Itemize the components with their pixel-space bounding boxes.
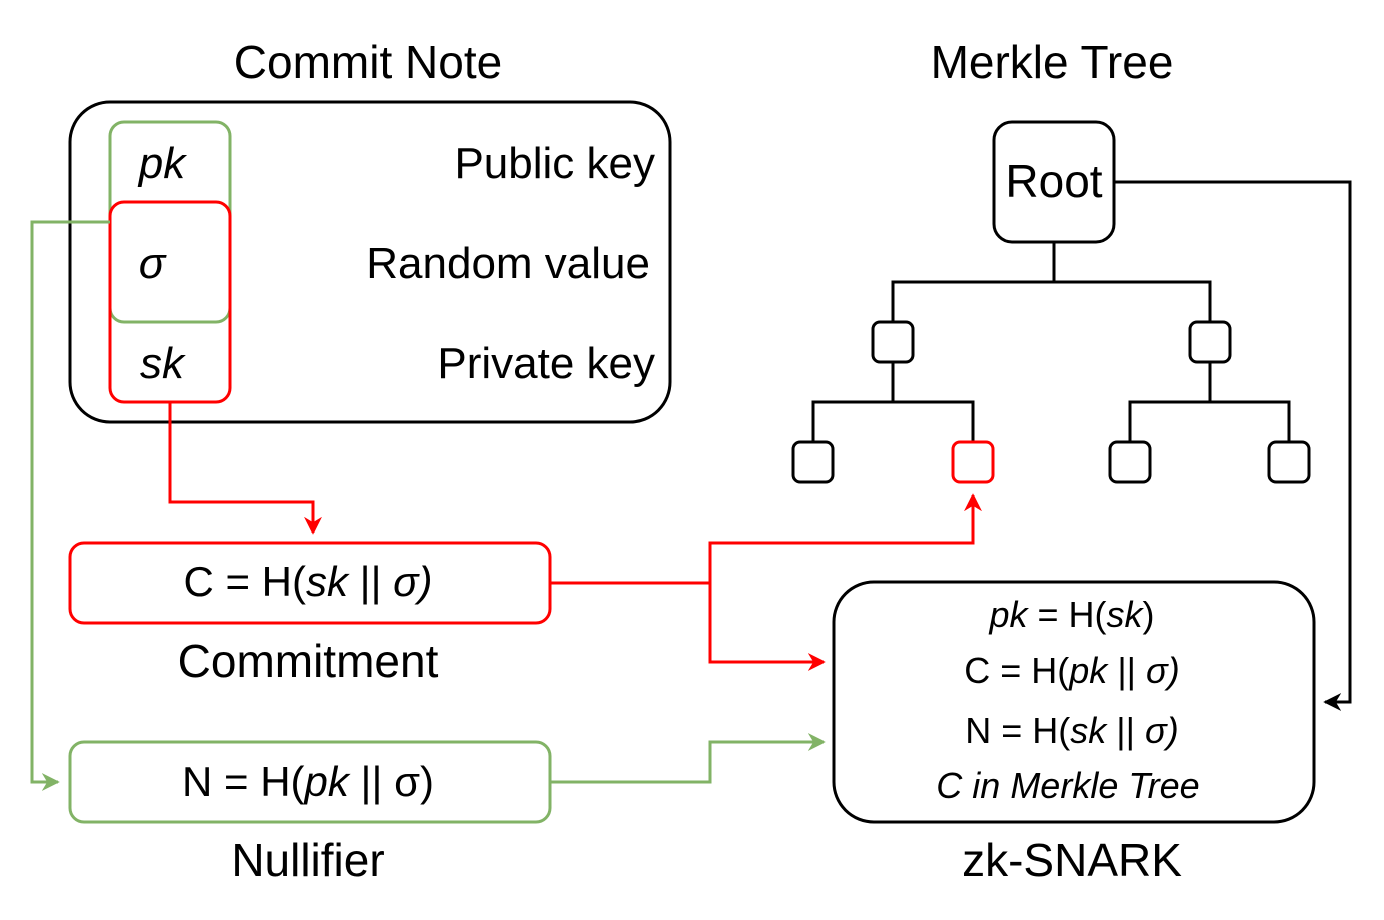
- sk-to-commitment-arrow: [168, 402, 322, 535]
- zk-snark-line-pk: pk = H(sk): [988, 594, 1154, 635]
- merkle-leaf-node-commitment: [951, 440, 995, 484]
- nullifier-to-zk-snark-arrow: [550, 733, 826, 784]
- sk-symbol: sk: [140, 339, 186, 388]
- private-key-label: Private key: [437, 339, 655, 388]
- commitment-to-merkle-leaf-arrow: [550, 493, 982, 585]
- pk-symbol: pk: [137, 139, 187, 188]
- nullifier-caption: Nullifier: [231, 834, 384, 886]
- merkle-leaf-node: [791, 440, 835, 484]
- sigma-symbol: σ: [139, 239, 167, 288]
- root-to-zk-snark-arrow: [1114, 180, 1352, 711]
- commit-note-box: [68, 100, 672, 424]
- random-value-label: Random value: [366, 239, 650, 288]
- commit-note-title: Commit Note: [234, 36, 502, 88]
- zk-snark-caption: zk-SNARK: [962, 834, 1182, 886]
- nullifier-formula: N = H(pk || σ): [182, 758, 434, 805]
- pk-sigma-to-nullifier-arrow: [30, 220, 110, 791]
- commitment-to-zk-snark-arrow: [708, 583, 826, 671]
- commitment-caption: Commitment: [178, 635, 439, 687]
- zk-snark-line-membership: C in Merkle Tree: [936, 765, 1199, 806]
- merkle-leaf-node: [1267, 440, 1311, 484]
- zk-snark-line-commitment: C = H(pk || σ): [964, 650, 1179, 691]
- merkle-internal-node-right: [1188, 320, 1232, 364]
- merkle-tree-edges: [811, 242, 1291, 442]
- zk-snark-box: [832, 580, 1316, 824]
- merkle-root-label: Root: [1005, 155, 1102, 207]
- commitment-formula: C = H(sk || σ): [183, 558, 432, 605]
- public-key-label: Public key: [454, 139, 655, 188]
- zk-snark-line-nullifier: N = H(sk || σ): [965, 710, 1178, 751]
- merkle-leaf-node: [1108, 440, 1152, 484]
- merkle-internal-node-left: [871, 320, 915, 364]
- merkle-tree-title: Merkle Tree: [931, 36, 1174, 88]
